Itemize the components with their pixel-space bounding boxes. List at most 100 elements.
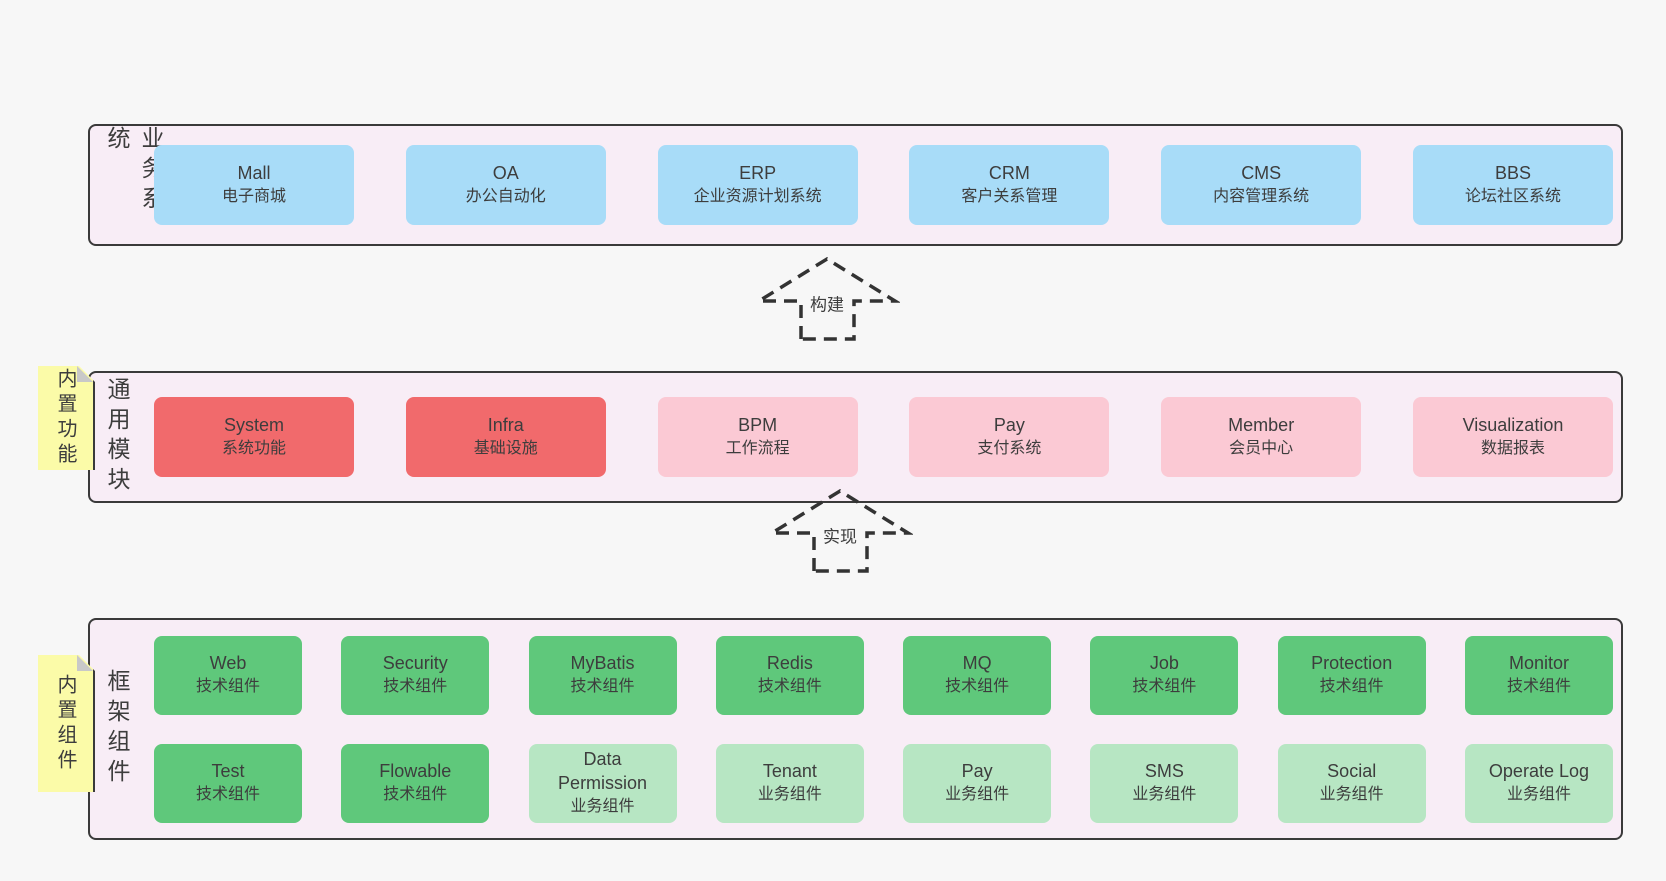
framework-components-row-1: Web 技术组件 Security 技术组件 MyBatis 技术组件 Redi… [154, 635, 1613, 715]
box-subtitle-zh: 业务组件 [1319, 786, 1384, 803]
box-subtitle-zh: 技术组件 [1132, 678, 1197, 695]
box-title-en: Mall [237, 163, 271, 183]
box-subtitle-zh: 内容管理系统 [1213, 188, 1310, 205]
box-title-en: Flowable [379, 761, 452, 781]
box-title-en: Member [1228, 415, 1295, 435]
box-sms: SMS 业务组件 [1090, 743, 1239, 823]
box-title-en: Social [1327, 761, 1377, 781]
common-modules-boxes: System 系统功能 Infra 基础设施 BPM 工作流程 Pay 支付系统… [154, 373, 1613, 501]
box-member: Member 会员中心 [1161, 397, 1362, 477]
box-subtitle-zh: 客户关系管理 [961, 188, 1058, 205]
box-title-en: BBS [1494, 163, 1531, 183]
box-data-permission: Data Permission 业务组件 [528, 743, 677, 823]
box-subtitle-zh: 技术组件 [383, 678, 448, 695]
box-security: Security 技术组件 [341, 635, 490, 715]
up-arrow-icon [767, 488, 913, 573]
box-mybatis: MyBatis 技术组件 [528, 635, 677, 715]
box-web: Web 技术组件 [154, 635, 302, 715]
box-title-en: Pay [961, 761, 993, 781]
box-title-en: Data Permission [558, 749, 648, 793]
box-infra: Infra 基础设施 [405, 397, 606, 477]
box-flowable: Flowable 技术组件 [341, 743, 490, 823]
box-pay-component: Pay 业务组件 [903, 743, 1052, 823]
arrow-label-implement: 实现 [823, 527, 857, 547]
band-common-modules: 通用模块 System 系统功能 Infra 基础设施 BPM 工作流程 Pay… [88, 371, 1623, 503]
box-title-en: Infra [487, 415, 524, 435]
band-business-systems: 业务系统 Mall 电子商城 OA 办公自动化 ERP 企业资源计划系统 CRM… [88, 124, 1623, 246]
box-subtitle-zh: 业务组件 [757, 786, 822, 803]
box-redis: Redis 技术组件 [715, 635, 864, 715]
box-subtitle-zh: 技术组件 [383, 786, 448, 803]
box-title-en: System [223, 415, 284, 435]
box-title-en: Tenant [762, 761, 817, 781]
box-subtitle-zh: 数据报表 [1480, 440, 1545, 457]
band-label-common-modules: 通用模块 [104, 377, 130, 497]
box-subtitle-zh: 基础设施 [473, 440, 538, 457]
box-subtitle-zh: 论坛社区系统 [1464, 188, 1561, 205]
box-subtitle-zh: 办公自动化 [465, 188, 546, 205]
box-title-en: CRM [988, 163, 1030, 183]
box-title-en: Web [209, 653, 247, 673]
box-title-en: MyBatis [570, 653, 635, 673]
box-subtitle-zh: 技术组件 [195, 786, 260, 803]
box-mq: MQ 技术组件 [903, 635, 1052, 715]
arrow-implement: 实现 [767, 487, 913, 575]
box-subtitle-zh: 电子商城 [221, 188, 286, 205]
box-crm: CRM 客户关系管理 [909, 145, 1110, 225]
business-systems-boxes: Mall 电子商城 OA 办公自动化 ERP 企业资源计划系统 CRM 客户关系… [154, 126, 1613, 244]
box-visualization: Visualization 数据报表 [1412, 397, 1613, 477]
box-subtitle-zh: 技术组件 [1319, 678, 1384, 695]
box-subtitle-zh: 技术组件 [757, 678, 822, 695]
box-social: Social 业务组件 [1277, 743, 1426, 823]
box-title-en: CMS [1241, 163, 1282, 183]
box-title-en: OA [492, 163, 519, 183]
box-title-en: Security [382, 653, 448, 673]
box-cms: CMS 内容管理系统 [1161, 145, 1362, 225]
box-pay: Pay 支付系统 [909, 397, 1110, 477]
box-subtitle-zh: 企业资源计划系统 [693, 188, 822, 205]
box-subtitle-zh: 会员中心 [1229, 440, 1294, 457]
arrow-label-build: 构建 [810, 295, 844, 315]
box-title-en: ERP [739, 163, 777, 183]
up-arrow-icon [754, 256, 900, 341]
box-mall: Mall 电子商城 [154, 145, 354, 225]
box-subtitle-zh: 业务组件 [570, 798, 635, 815]
box-system: System 系统功能 [154, 397, 354, 477]
band-label-framework-components: 框架组件 [104, 669, 130, 789]
box-test: Test 技术组件 [154, 743, 302, 823]
box-bpm: BPM 工作流程 [657, 397, 858, 477]
box-tenant: Tenant 业务组件 [715, 743, 864, 823]
framework-components-rows: Web 技术组件 Security 技术组件 MyBatis 技术组件 Redi… [154, 620, 1613, 838]
box-subtitle-zh: 业务组件 [1506, 786, 1571, 803]
sticky-note-built-in-features: 内置功能 [38, 366, 95, 470]
box-title-en: BPM [738, 415, 778, 435]
box-erp: ERP 企业资源计划系统 [657, 145, 858, 225]
box-subtitle-zh: 技术组件 [1506, 678, 1571, 695]
box-monitor: Monitor 技术组件 [1464, 635, 1613, 715]
box-operate-log: Operate Log 业务组件 [1464, 743, 1613, 823]
box-title-en: Protection [1311, 653, 1393, 673]
box-subtitle-zh: 支付系统 [977, 440, 1042, 457]
box-title-en: MQ [962, 653, 992, 673]
box-job: Job 技术组件 [1090, 635, 1239, 715]
box-title-en: Visualization [1462, 415, 1564, 435]
box-subtitle-zh: 系统功能 [221, 440, 286, 457]
box-title-en: Redis [766, 653, 813, 673]
sticky-text: 内置组件 [54, 673, 76, 774]
box-title-en: Job [1149, 653, 1179, 673]
box-title-en: SMS [1144, 761, 1184, 781]
box-title-en: Pay [993, 415, 1025, 435]
box-title-en: Operate Log [1488, 761, 1589, 781]
box-subtitle-zh: 业务组件 [1132, 786, 1197, 803]
sticky-text: 内置功能 [54, 368, 76, 468]
box-subtitle-zh: 技术组件 [570, 678, 635, 695]
box-bbs: BBS 论坛社区系统 [1412, 145, 1613, 225]
box-oa: OA 办公自动化 [405, 145, 606, 225]
box-title-en: Monitor [1508, 653, 1569, 673]
sticky-note-built-in-components: 内置组件 [38, 655, 95, 792]
box-title-en: Test [211, 761, 245, 781]
framework-components-row-2: Test 技术组件 Flowable 技术组件 Data Permission … [154, 743, 1613, 823]
box-subtitle-zh: 工作流程 [725, 440, 790, 457]
arrow-build: 构建 [754, 255, 900, 343]
